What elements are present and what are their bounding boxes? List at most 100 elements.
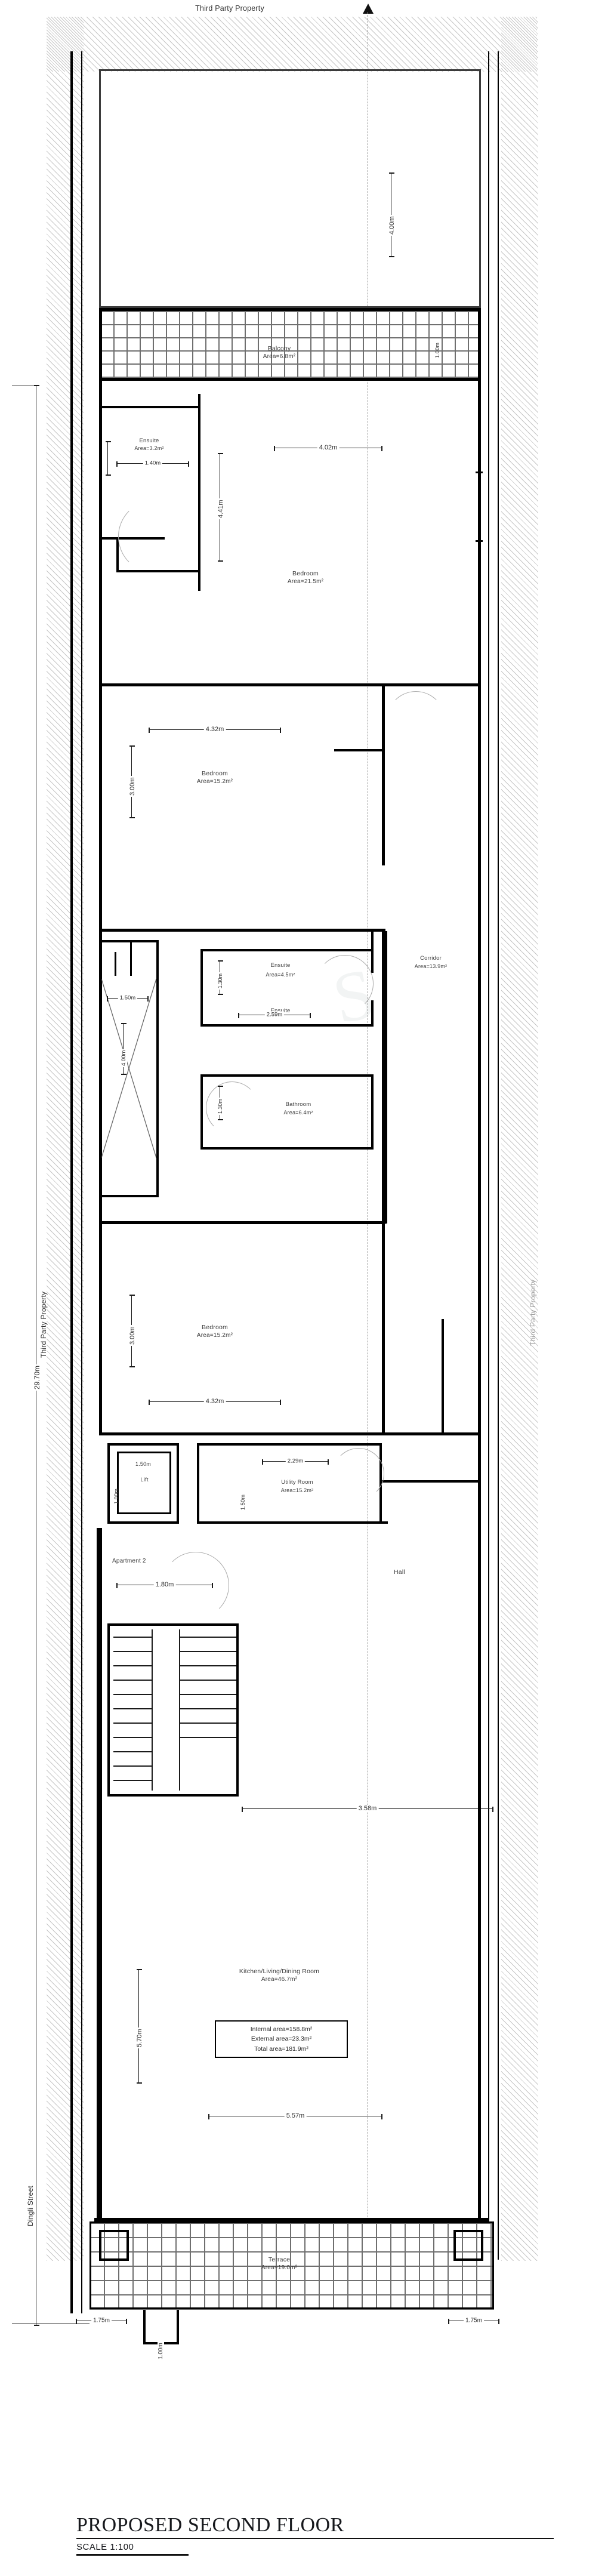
wall-terrace-cornerL3: [126, 2230, 129, 2261]
stair-stringer-left: [152, 1629, 153, 1791]
room-label-bedroom-2: Bedroom: [201, 770, 229, 777]
wall-stair-left: [107, 1623, 110, 1797]
title-block: PROPOSED SECOND FLOOR SCALE 1:100: [76, 2514, 554, 2556]
boundary-line-right-inner: [488, 51, 489, 2260]
wall-lift-inner-t: [117, 1452, 171, 1453]
dimension-1-75-right: 1.75m: [464, 2317, 484, 2324]
wall-bathroom-bottom: [200, 1147, 374, 1150]
area-internal: Internal area=158.8m²: [250, 2026, 313, 2033]
wall-terrace-left: [90, 2221, 91, 2309]
north-arrow-up-icon: [363, 4, 374, 14]
area-summary-box: Internal area=158.8m² External area=23.3…: [215, 2020, 348, 2058]
room-area-terrace: Area=19.0m²: [261, 2264, 298, 2271]
wall-bed3-rightouter: [478, 1224, 481, 1435]
wall-lift-left: [107, 1443, 110, 1524]
stair-tread: [113, 1723, 152, 1724]
wall-bed1-left: [99, 381, 102, 686]
dimension-1-50: 1.50m: [118, 994, 138, 1002]
dimension-3-00-b: 3.00m: [129, 1325, 136, 1346]
wall-balcony-top: [99, 308, 481, 311]
room-label-bedroom-3: Bedroom: [201, 1324, 229, 1331]
wall-bed1-bottom: [99, 683, 481, 686]
dimension-4-00: 4.00m: [121, 1049, 127, 1067]
wall-terrace-bottom: [90, 2307, 494, 2309]
dimension-1-00-bottom: 1.00m: [158, 2341, 164, 2361]
area-external: External area=23.3m²: [251, 2035, 312, 2043]
stair-tread: [113, 1751, 152, 1752]
room-area-bedroom-3: Area=15.2m²: [196, 1332, 233, 1339]
wall-kld-left: [99, 1528, 102, 2220]
stair-tread: [179, 1723, 236, 1724]
wall-bed2-bottom: [99, 929, 385, 932]
wall-projection-l1: [143, 2310, 146, 2344]
room-label-utility: Utility Room: [281, 1479, 313, 1486]
dimension-4-32-b: 4.32m: [203, 1398, 226, 1405]
wall-ensuite2-right2: [371, 1000, 374, 1027]
dimension-line-ensuite1-v: [106, 441, 111, 476]
hatch-left: [47, 17, 84, 2261]
wall-corridor-right: [478, 931, 481, 1224]
wall-bed1-right: [478, 381, 481, 686]
stair-tread: [113, 1708, 152, 1709]
wall-terrace-cornerR3: [481, 2230, 483, 2261]
wall-balcony-left: [99, 308, 102, 381]
wall-terrace-cornerL4: [99, 2258, 129, 2261]
dimension-2-29: 2.29m: [285, 1458, 306, 1465]
wall-ensuite1-top: [99, 406, 200, 408]
wall-terrace-top: [94, 2218, 488, 2221]
wall-ensuite1-stub: [116, 537, 119, 572]
dimension-5-70: 5.70m: [136, 2027, 143, 2048]
wall-util-rightouter: [478, 1435, 481, 1531]
door-swing-bathroom: [206, 1081, 258, 1134]
wall-terrace-cornerR2: [453, 2230, 483, 2232]
wall-shaft-right: [156, 940, 159, 1197]
wall-terrace-cornerL2: [99, 2230, 129, 2232]
wall-util-bottom: [197, 1521, 388, 1524]
stair-tread: [113, 1694, 152, 1695]
wall-stair-right: [236, 1623, 239, 1797]
stair-tread: [179, 1680, 236, 1681]
room-area-bedroom-1: Area=21.5m²: [287, 578, 324, 585]
wall-top-court: [99, 69, 481, 71]
wall-ensuite2-left: [200, 949, 203, 1027]
wall-bed2-right: [382, 686, 385, 865]
wall-bathroom-right: [371, 1074, 374, 1150]
room-label-ensuite-2-name: Ensuite: [270, 962, 291, 969]
wall-bathroom-left: [200, 1074, 203, 1149]
wall-balcony-bottom: [99, 378, 481, 381]
wall-util-left: [197, 1443, 199, 1524]
stair-tread: [179, 1637, 236, 1638]
stair-tread: [113, 1765, 152, 1767]
dimension-1-40: 1.40m: [143, 460, 163, 467]
boundary-line-right: [498, 51, 499, 2260]
dimension-1-30: 1.30m: [217, 972, 223, 990]
window-mark-r1: [476, 472, 483, 473]
dimension-lift-1-00: 1.00m: [113, 1488, 119, 1504]
wall-terrace-cornerR1: [453, 2230, 456, 2261]
room-area-ensuite-1: Area=3.2m²: [134, 445, 164, 451]
door-swing-utility: [333, 1448, 384, 1499]
boundary-label-left: Third Party Property: [39, 1291, 48, 1358]
wall-projection-l3: [177, 2310, 179, 2344]
dimension-1-80: 1.80m: [153, 1581, 176, 1588]
room-area-bedroom-2: Area=15.2m²: [196, 778, 233, 785]
wall-balcony-right: [478, 308, 481, 381]
wall-bed3-left: [99, 1224, 102, 1435]
wall-shaft-top: [99, 940, 159, 942]
wall-ensuite2-bottom: [200, 1024, 374, 1027]
wall-bed2-rightouter: [478, 683, 481, 934]
drawing-scale: SCALE 1:100: [76, 2542, 134, 2553]
wall-ensuite1-right: [198, 394, 200, 591]
dimension-4-02: 4.02m: [317, 444, 340, 451]
wall-lift-inner-b: [117, 1512, 171, 1514]
wall-bed3-right: [382, 1224, 385, 1435]
stair-tread: [113, 1680, 152, 1681]
dimension-overall-29-70: 29.70m: [33, 1364, 41, 1391]
room-label-corridor: Corridor: [420, 955, 442, 962]
dimension-3-58: 3.58m: [356, 1805, 379, 1812]
room-area-ensuite-2: Area=4.5m²: [266, 972, 295, 978]
dimension-4-32-a: 4.32m: [203, 726, 226, 733]
dimension-4-41: 4.41m: [217, 498, 224, 519]
stair-tread: [179, 1665, 236, 1666]
